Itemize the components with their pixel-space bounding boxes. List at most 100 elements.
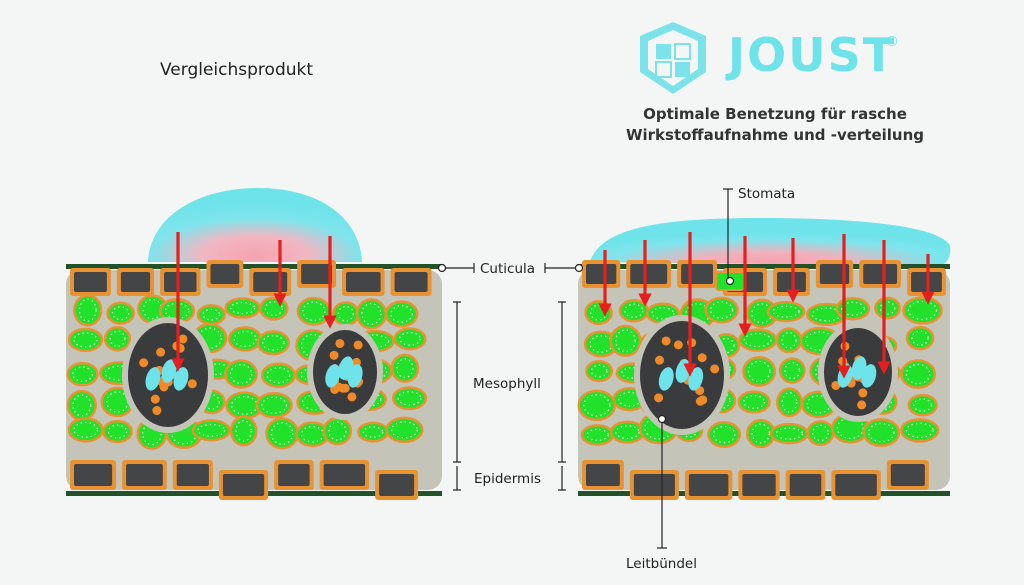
chloroplast-ring bbox=[615, 329, 636, 353]
mesophyll-cell bbox=[776, 387, 803, 418]
chloroplast-ring bbox=[107, 424, 128, 439]
xylem-vessel bbox=[658, 367, 674, 391]
chloroplast-ring bbox=[913, 398, 933, 412]
upper-epidermis-core bbox=[681, 264, 713, 284]
chloroplast-ring bbox=[197, 327, 222, 349]
chloroplast-ring bbox=[781, 391, 798, 413]
lower-epidermis-core bbox=[379, 474, 415, 496]
label-leaders bbox=[437, 188, 735, 549]
chloroplast-ring bbox=[751, 423, 771, 444]
mesophyll-cell bbox=[224, 359, 258, 389]
xylem-vessel bbox=[325, 364, 341, 388]
mesophyll-cell bbox=[584, 299, 613, 326]
xylem-vessel bbox=[861, 364, 877, 388]
brand-name: JOUST bbox=[728, 28, 897, 82]
chloroplast-ring bbox=[266, 367, 291, 384]
upper-epidermis-core bbox=[863, 264, 898, 284]
chloroplast-ring bbox=[867, 422, 895, 443]
lower-epidermis-core bbox=[222, 474, 265, 496]
mesophyll-cell bbox=[255, 391, 293, 419]
shield-logo-icon bbox=[640, 22, 706, 94]
chloroplast-ring bbox=[264, 301, 284, 317]
mesophyll-cell bbox=[393, 327, 427, 351]
chloroplast-ring bbox=[747, 360, 771, 383]
chloroplast-ring bbox=[712, 425, 736, 444]
lower-epidermis-core bbox=[278, 464, 310, 486]
epidermis-label: Epidermis bbox=[474, 471, 541, 487]
lower-epidermis-core bbox=[688, 474, 729, 496]
chloroplast-ring bbox=[229, 301, 256, 315]
upper-epidermis-core bbox=[210, 264, 240, 284]
upper-epidermis-core bbox=[394, 272, 428, 292]
mesophyll-cell bbox=[196, 304, 226, 326]
phloem-cell bbox=[654, 393, 664, 403]
upper-epidermis-core bbox=[586, 264, 617, 284]
phloem-cell bbox=[695, 396, 705, 406]
chloroplast-ring bbox=[911, 330, 929, 346]
mesophyll-cell bbox=[103, 325, 132, 352]
phloem-cell bbox=[340, 383, 350, 393]
phloem-cell bbox=[329, 350, 339, 360]
phloem-cell bbox=[697, 353, 707, 363]
chloroplast-ring bbox=[72, 394, 92, 417]
chloroplast-ring bbox=[624, 303, 644, 318]
chloroplast-ring bbox=[905, 422, 934, 439]
phloem-cell bbox=[831, 380, 841, 390]
phloem-cell bbox=[347, 392, 357, 402]
mesophyll-cell bbox=[766, 300, 806, 323]
mesophyll-cell bbox=[618, 299, 650, 323]
chloroplast-ring bbox=[73, 421, 99, 438]
phloem-cell bbox=[857, 400, 867, 410]
chloroplast-ring bbox=[583, 394, 611, 417]
chloroplast-ring bbox=[202, 308, 221, 321]
chloroplast-ring bbox=[235, 419, 252, 442]
chloroplast-ring bbox=[743, 394, 766, 410]
chloroplast-ring bbox=[233, 330, 257, 348]
lower-epidermis-core bbox=[126, 464, 163, 486]
phloem-cell bbox=[858, 388, 868, 398]
chloroplast-ring bbox=[302, 301, 326, 322]
upper-cuticle-right bbox=[578, 264, 950, 269]
chloroplast-ring bbox=[142, 422, 162, 446]
chloroplast-ring bbox=[337, 305, 354, 322]
chloroplast-ring bbox=[397, 390, 422, 406]
mesophyll-cell bbox=[585, 359, 614, 383]
chloroplast-ring bbox=[229, 363, 253, 385]
mesophyll-cell bbox=[737, 390, 771, 414]
chloroplast-ring bbox=[775, 427, 804, 440]
mesophyll-cell bbox=[775, 327, 803, 354]
chloroplast-ring bbox=[390, 304, 413, 323]
xylem-vessel bbox=[347, 364, 363, 388]
chloroplast-ring bbox=[396, 358, 414, 379]
chloroplast-ring bbox=[709, 301, 734, 319]
left-title: Vergleichsprodukt bbox=[160, 60, 314, 80]
phloem-cell bbox=[353, 340, 363, 350]
xylem-vessel bbox=[145, 367, 161, 391]
upper-epidermis-core bbox=[164, 272, 197, 292]
chloroplast-ring bbox=[270, 421, 294, 445]
phloem-cell bbox=[156, 347, 166, 357]
chloroplast-ring bbox=[590, 364, 608, 378]
mesophyll-cell bbox=[390, 353, 420, 383]
lower-epidermis-core bbox=[74, 464, 113, 486]
mesophyll-cell bbox=[862, 418, 901, 447]
chloroplast-ring bbox=[73, 332, 98, 348]
tagline-line-2: Wirkstoffaufnahme und -verteilung bbox=[625, 126, 925, 144]
lower-epidermis-core bbox=[835, 474, 877, 496]
lower-epidermis-core bbox=[176, 464, 209, 486]
chloroplast-ring bbox=[905, 363, 931, 385]
upper-cuticle-left bbox=[66, 264, 442, 269]
phloem-cell bbox=[150, 394, 160, 404]
mesophyll-label: Mesophyll bbox=[473, 376, 541, 392]
mesophyll-cell bbox=[106, 301, 135, 325]
mesophyll-cell bbox=[874, 296, 901, 320]
phloem-cell bbox=[335, 338, 345, 348]
upper-epidermis-core bbox=[74, 272, 107, 292]
chloroplast-ring bbox=[840, 301, 865, 316]
chloroplast-ring bbox=[390, 421, 419, 439]
lower-epidermis-core bbox=[323, 464, 366, 486]
chloroplast-ring bbox=[399, 331, 421, 346]
stomata-label: Stomata bbox=[738, 186, 795, 202]
upper-epidermis-core bbox=[120, 272, 151, 292]
chloroplast-ring bbox=[109, 330, 126, 347]
